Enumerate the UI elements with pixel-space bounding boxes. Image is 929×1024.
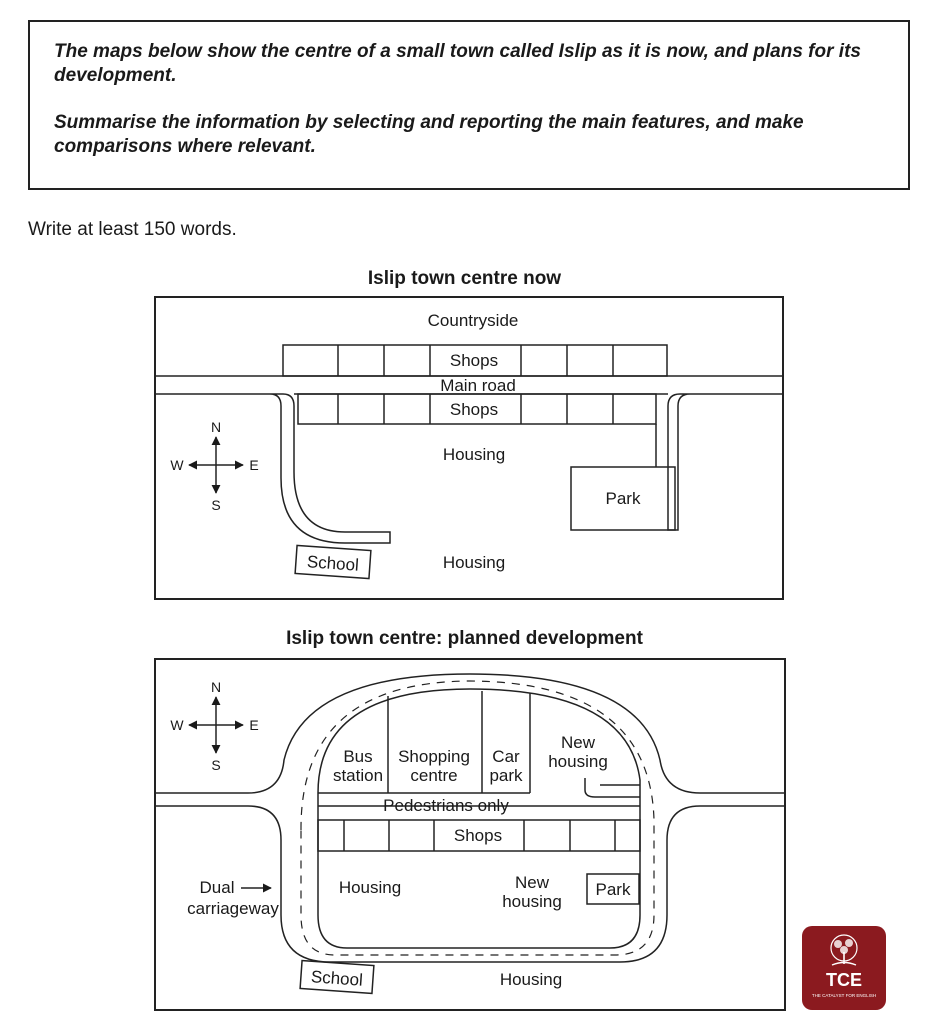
park-planned-label: Park <box>596 880 631 899</box>
map-planned <box>154 658 786 1011</box>
word-count-instruction: Write at least 150 words. <box>28 219 237 240</box>
compass-now-n: N <box>211 419 221 435</box>
pedestrians-only-label: Pedestrians only <box>383 796 509 815</box>
housing-north-label: Housing <box>443 445 505 464</box>
countryside-label: Countryside <box>428 311 519 330</box>
compass-now-w: W <box>170 457 184 473</box>
map-now-frame <box>154 296 784 600</box>
park-planned <box>586 873 640 905</box>
housing-south-planned-label: Housing <box>500 970 562 989</box>
map-planned-title: Islip town centre: planned development <box>286 628 643 649</box>
park-now-label: Park <box>606 489 641 508</box>
shopping-centre-label-1: Shopping <box>398 747 470 766</box>
task-prompt-line-1: The maps below show the centre of a smal… <box>54 41 861 86</box>
new-housing-north-label-2: housing <box>548 752 608 771</box>
shops-planned-label: Shops <box>454 826 502 845</box>
new-housing-north-label-1: New <box>561 733 596 752</box>
ring-road <box>155 673 785 963</box>
map-planned-labels: Bus station Shopping centre Car park New… <box>170 679 631 990</box>
compass-now-s: S <box>211 497 220 513</box>
compass-planned-e: E <box>249 717 258 733</box>
compass-planned-w: W <box>170 717 184 733</box>
shopping-centre-label-2: centre <box>410 766 457 785</box>
compass-now-e: E <box>249 457 258 473</box>
housing-south-label: Housing <box>443 553 505 572</box>
car-park-label-1: Car <box>492 747 520 766</box>
dual-carriageway-label-2: carriageway <box>187 899 279 918</box>
shops-north-label: Shops <box>450 351 498 370</box>
map-now-labels: Countryside Shops Main road Shops Housin… <box>170 311 641 575</box>
tce-logo: TCE THE CATALYST FOR ENGLISH <box>802 926 886 1010</box>
shop-row-south <box>297 393 657 467</box>
task-prompt-box: The maps below show the centre of a smal… <box>28 20 910 190</box>
housing-planned-label: Housing <box>339 878 401 897</box>
dual-carriageway-label-1: Dual <box>200 878 235 897</box>
park-now <box>570 466 676 531</box>
car-park-label-2: park <box>489 766 523 785</box>
shop-row-planned <box>317 819 641 852</box>
bus-station-label-2: station <box>333 766 383 785</box>
map-now-title: Islip town centre now <box>367 268 562 289</box>
compass-planned <box>188 696 244 754</box>
main-road-label: Main road <box>440 376 516 395</box>
bus-station-label-1: Bus <box>343 747 372 766</box>
compass-planned-n: N <box>211 679 221 695</box>
new-housing-south-label-2: housing <box>502 892 562 911</box>
compass-now <box>188 436 244 494</box>
task-prompt-line-2: Summarise the information by selecting a… <box>54 112 804 157</box>
map-now <box>154 296 784 600</box>
central-blocks <box>318 691 640 807</box>
school-now <box>294 544 372 580</box>
school-planned-label: School <box>310 967 363 990</box>
logo-brand: TCE <box>826 970 862 990</box>
school-planned <box>299 959 375 995</box>
school-now-label: School <box>306 552 359 575</box>
new-housing-south-label-1: New <box>515 873 550 892</box>
shops-south-label: Shops <box>450 400 498 419</box>
map-planned-frame <box>154 658 786 1011</box>
compass-planned-s: S <box>211 757 220 773</box>
tree-icon <box>830 934 858 966</box>
logo-tagline: THE CATALYST FOR ENGLISH <box>811 993 877 998</box>
